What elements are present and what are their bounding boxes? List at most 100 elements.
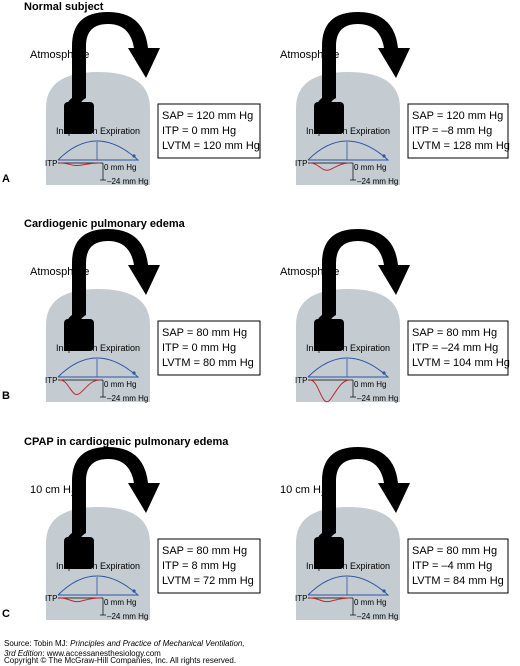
zero-mark: 0 mm Hg: [354, 163, 386, 172]
itp-axis-label: ITP: [45, 376, 57, 385]
itp-axis-label: ITP: [295, 376, 307, 385]
values-box: [407, 320, 509, 376]
sap-value: SAP = 80 mm Hg: [162, 327, 247, 339]
inspiration-curve: [307, 140, 390, 161]
source-label: Atmosphere: [280, 266, 339, 278]
itp-curve: [309, 597, 351, 603]
low-mark: –24 mm Hg: [107, 177, 148, 186]
section-title: CPAP in cardiogenic pulmonary edema: [24, 436, 229, 448]
itp-value: ITP = 8 mm Hg: [162, 560, 236, 572]
values-box: [157, 538, 261, 594]
sap-value: SAP = 120 mm Hg: [162, 110, 253, 122]
curve-marker: [132, 154, 136, 158]
itp-value: ITP = 0 mm Hg: [162, 125, 236, 137]
phase-label: Inspiration Expiration: [306, 126, 390, 136]
low-mark: –24 mm Hg: [107, 612, 148, 621]
section-letter: C: [2, 608, 10, 620]
sap-value: SAP = 120 mm Hg: [412, 110, 503, 122]
source-label-text: 10 cm H: [30, 484, 71, 496]
curve-marker: [382, 154, 386, 158]
sap-value: SAP = 80 mm Hg: [162, 545, 247, 557]
values-box: [407, 103, 509, 159]
phase-label: Inspiration Expiration: [306, 561, 390, 571]
source-label-text: Atmosphere: [30, 266, 89, 278]
itp-value: ITP = –4 mm Hg: [412, 560, 492, 572]
airway-pipe: [314, 102, 344, 134]
airway-pipe: [314, 12, 410, 134]
itp-curve: [59, 597, 101, 603]
source-caption: Source: Tobin MJ: Principles and Practic…: [4, 639, 245, 659]
zero-mark: 0 mm Hg: [354, 380, 386, 389]
source-label-subscript: 2: [321, 491, 325, 498]
airway-pipe: [64, 229, 160, 351]
airway-pipe: [64, 12, 160, 134]
source-label-text: Atmosphere: [280, 266, 339, 278]
airway-pipe: [64, 102, 94, 134]
inspiration-curve: [57, 575, 140, 596]
zero-mark: 0 mm Hg: [354, 598, 386, 607]
values-box: [407, 538, 509, 594]
source-label: 10 cm H2O: [280, 484, 334, 498]
inspiration-curve: [307, 575, 390, 596]
low-mark: –24 mm Hg: [357, 612, 398, 621]
section-title: Normal subject: [24, 1, 104, 13]
airway-pipe: [314, 319, 344, 351]
phase-label: Inspiration Expiration: [56, 343, 140, 353]
itp-axis-label: ITP: [45, 594, 57, 603]
source-site: : www.accessanesthesiology.com: [42, 649, 161, 658]
itp-axis-label: ITP: [295, 159, 307, 168]
section-letter: A: [2, 173, 10, 185]
sap-value: SAP = 80 mm Hg: [412, 545, 497, 557]
source-label-text: Atmosphere: [280, 49, 339, 61]
phase-label: Inspiration Expiration: [56, 126, 140, 136]
source-label: Atmosphere: [280, 49, 339, 61]
curve-marker: [132, 589, 136, 593]
source-label-text: 10 cm H: [280, 484, 321, 496]
airway-pipe: [314, 447, 410, 569]
itp-value: ITP = –24 mm Hg: [412, 342, 498, 354]
itp-curve: [309, 379, 351, 403]
itp-curve: [309, 162, 351, 171]
values-box: [157, 320, 261, 376]
lvtm-value: LVTM = 104 mm Hg: [412, 357, 510, 369]
airway-pipe: [64, 537, 94, 569]
lvtm-value: LVTM = 80 mm Hg: [162, 357, 254, 369]
itp-curve: [59, 162, 101, 167]
section-title: Cardiogenic pulmonary edema: [24, 218, 186, 230]
airway-pipe: [64, 319, 94, 351]
inspiration-curve: [57, 140, 140, 161]
source-edition: 3rd Edition: [4, 649, 43, 658]
phase-label: Inspiration Expiration: [56, 561, 140, 571]
source-title: Principles and Practice of Mechanical Ve…: [70, 639, 245, 648]
zero-mark: 0 mm Hg: [104, 380, 136, 389]
source-label-subscript: 2: [71, 491, 75, 498]
sap-value: SAP = 80 mm Hg: [412, 327, 497, 339]
itp-value: ITP = 0 mm Hg: [162, 342, 236, 354]
low-mark: –24 mm Hg: [357, 177, 398, 186]
itp-axis-label: ITP: [45, 159, 57, 168]
lvtm-value: LVTM = 72 mm Hg: [162, 575, 254, 587]
lvtm-value: LVTM = 120 mm Hg: [162, 140, 260, 152]
itp-value: ITP = –8 mm Hg: [412, 125, 492, 137]
airway-pipe: [314, 229, 410, 351]
low-mark: –24 mm Hg: [357, 394, 398, 403]
source-label-suffix: O: [75, 484, 84, 496]
airway-pipe: [64, 447, 160, 569]
source-label: Atmosphere: [30, 49, 89, 61]
lvtm-value: LVTM = 84 mm Hg: [412, 575, 504, 587]
inspiration-curve: [307, 357, 390, 378]
zero-mark: 0 mm Hg: [104, 598, 136, 607]
source-label-text: Atmosphere: [30, 49, 89, 61]
airway-pipe: [314, 537, 344, 569]
phase-label: Inspiration Expiration: [306, 343, 390, 353]
zero-mark: 0 mm Hg: [104, 163, 136, 172]
values-box: [157, 103, 261, 159]
